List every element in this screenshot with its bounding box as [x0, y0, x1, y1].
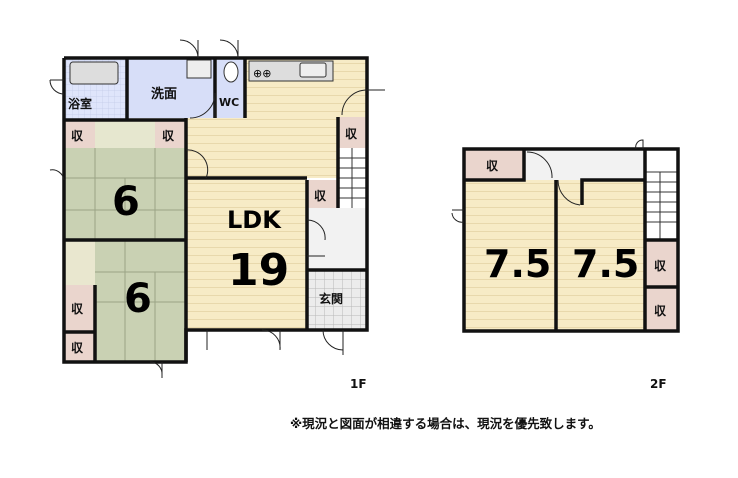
storage-label: 収	[654, 304, 667, 318]
washroom-label: 洗面	[151, 86, 177, 102]
storage-label: 収	[314, 189, 327, 203]
entrance-label: 玄関	[319, 291, 343, 306]
disclaimer-note: ※現況と図面が相違する場合は、現況を優先致します。	[290, 416, 601, 431]
entrance	[307, 270, 367, 330]
washitsu-1-size: 6	[112, 179, 140, 225]
washitsu-2	[95, 240, 186, 362]
walls-2f	[462, 147, 680, 333]
hall-2f	[524, 149, 645, 180]
door-swings-1f	[49, 39, 385, 378]
storage-label: 収	[345, 127, 358, 141]
floor-1-label: 1F	[350, 377, 367, 391]
storage-label: 収	[71, 302, 84, 316]
kitchen-sink-icon	[299, 62, 327, 78]
stairs-2f	[645, 149, 678, 240]
stairs-lines	[338, 148, 367, 208]
bathtub-icon	[69, 61, 119, 85]
room-2	[556, 180, 645, 331]
room-1	[464, 180, 556, 331]
toilet-icon	[223, 61, 239, 83]
floor-2: 収 収 収 7.5 7.5 2F	[451, 139, 680, 391]
sink-icon	[186, 59, 212, 79]
door-swings-2f	[451, 139, 644, 223]
storage-6	[307, 180, 338, 208]
storage-8	[645, 240, 678, 287]
walls-1f	[62, 56, 369, 364]
tatami-lines	[64, 148, 186, 362]
storage-label: 収	[654, 259, 667, 273]
room-1-size: 7.5	[484, 242, 551, 286]
ldk-room	[186, 118, 338, 178]
washitsu-2-size: 6	[124, 276, 152, 322]
storage-label: 収	[486, 159, 499, 173]
storage-1	[64, 120, 95, 148]
wc-label: WC	[219, 96, 239, 109]
storage-3	[64, 285, 95, 332]
stove-icon: ⊕⊕	[253, 67, 271, 80]
ldk-label: LDK	[227, 206, 282, 234]
stairs-lines	[645, 171, 678, 240]
floor-1: ⊕⊕	[49, 39, 385, 391]
storage-9	[645, 287, 678, 331]
ldk-size: 19	[228, 245, 289, 296]
ldk-room-lower	[186, 178, 307, 330]
storage-4	[64, 332, 95, 362]
closet-corridor	[95, 120, 155, 148]
storage-label: 収	[71, 341, 84, 355]
tokonoma	[64, 240, 95, 285]
storage-label: 収	[162, 129, 175, 143]
storage-2	[155, 120, 186, 148]
room-2-size: 7.5	[572, 242, 639, 286]
hallway	[307, 208, 367, 270]
storage-label: 収	[71, 129, 84, 143]
storage-5	[338, 117, 367, 148]
floor-2-label: 2F	[650, 377, 667, 391]
bathroom-label: 浴室	[68, 96, 92, 111]
storage-7	[464, 149, 524, 180]
